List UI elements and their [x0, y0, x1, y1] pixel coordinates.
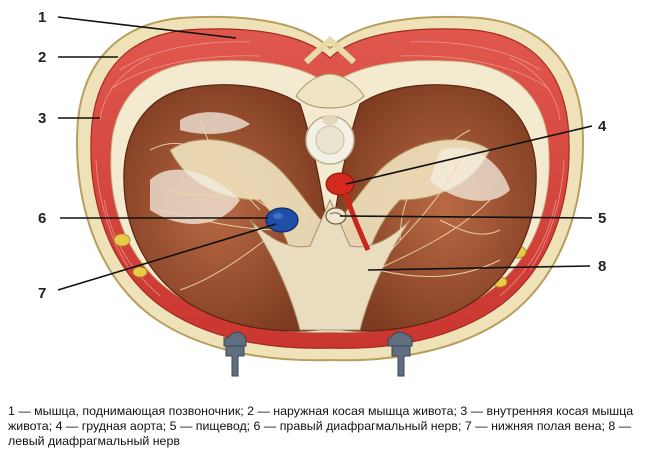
label-7: 7: [38, 285, 46, 302]
label-3: 3: [38, 110, 46, 127]
label-6: 6: [38, 210, 46, 227]
label-4: 4: [598, 118, 607, 135]
label-2: 2: [38, 49, 46, 66]
label-5: 5: [598, 210, 606, 227]
diaphragm-crura: [249, 198, 411, 331]
dome-highlights: [150, 112, 510, 224]
leader-lines: [57, 16, 593, 291]
muscle-fibers: [95, 41, 565, 297]
label-1: 1: [38, 9, 46, 26]
label-8: 8: [598, 258, 606, 275]
thoracic-aorta: [325, 172, 371, 252]
figure-caption: 1 — мышца, поднимающая позвоночник; 2 — …: [8, 404, 634, 448]
inferior-vena-cava: [265, 207, 299, 233]
diaphragm-illustration: 1 2 3 4 5 6 7 8: [38, 9, 607, 377]
retractor-left: [223, 331, 247, 377]
vessel-branches: [149, 119, 501, 291]
retractor-right: [387, 331, 413, 377]
vertebra: [295, 35, 365, 165]
